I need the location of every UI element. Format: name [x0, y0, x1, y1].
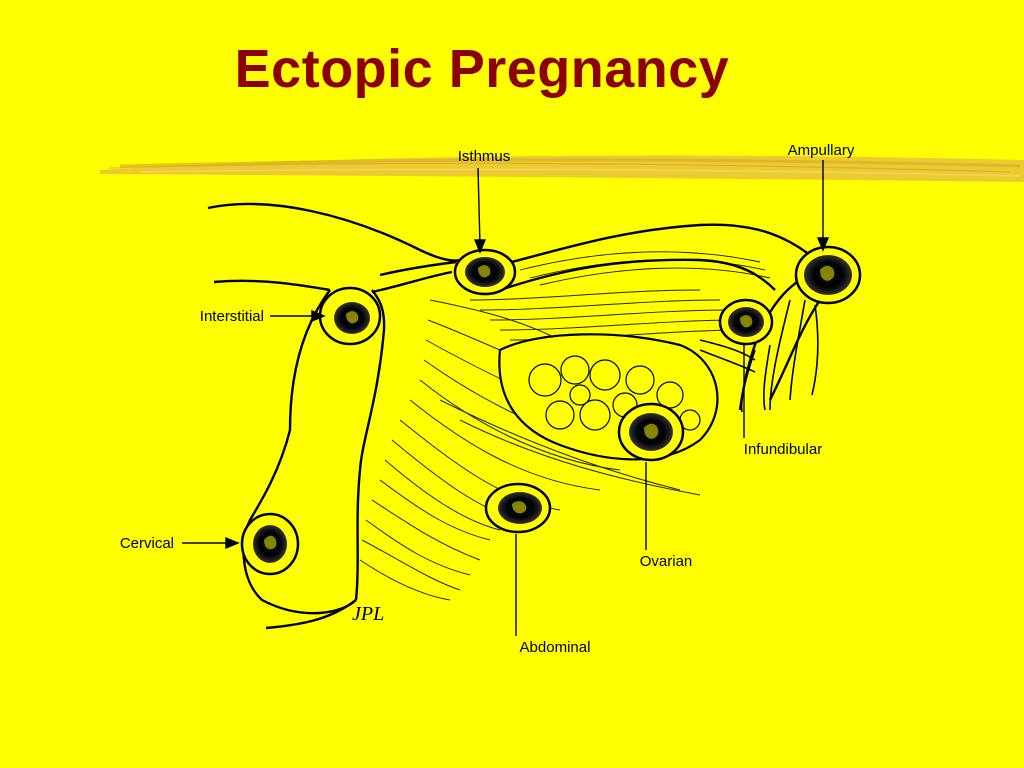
- leader-lines: [182, 160, 830, 636]
- artist-signature: JPL: [352, 603, 384, 625]
- tube-striations: [519, 251, 771, 286]
- sac-interstitial: [318, 286, 382, 346]
- ovary: [498, 333, 719, 461]
- label-ovarian: Ovarian: [640, 553, 693, 570]
- sac-ovarian: [617, 402, 685, 462]
- label-interstitial: Interstitial: [200, 308, 264, 325]
- gestational-sacs: [240, 245, 862, 576]
- label-isthmus: Isthmus: [458, 148, 511, 165]
- diagram-labels: Isthmus Ampullary Interstitial Infundibu…: [120, 142, 855, 656]
- sac-cervical: [240, 512, 300, 576]
- sac-isthmus: [453, 248, 517, 296]
- slide-title: Ectopic Pregnancy: [234, 39, 730, 99]
- sac-abdominal: [484, 482, 552, 534]
- decorative-swoosh: [100, 155, 1024, 182]
- label-infundibular: Infundibular: [744, 441, 822, 458]
- sac-ampullary: [794, 245, 862, 305]
- label-ampullary: Ampullary: [788, 142, 855, 159]
- sac-infundibular: [718, 298, 774, 346]
- label-abdominal: Abdominal: [520, 639, 591, 656]
- label-cervical: Cervical: [120, 535, 174, 552]
